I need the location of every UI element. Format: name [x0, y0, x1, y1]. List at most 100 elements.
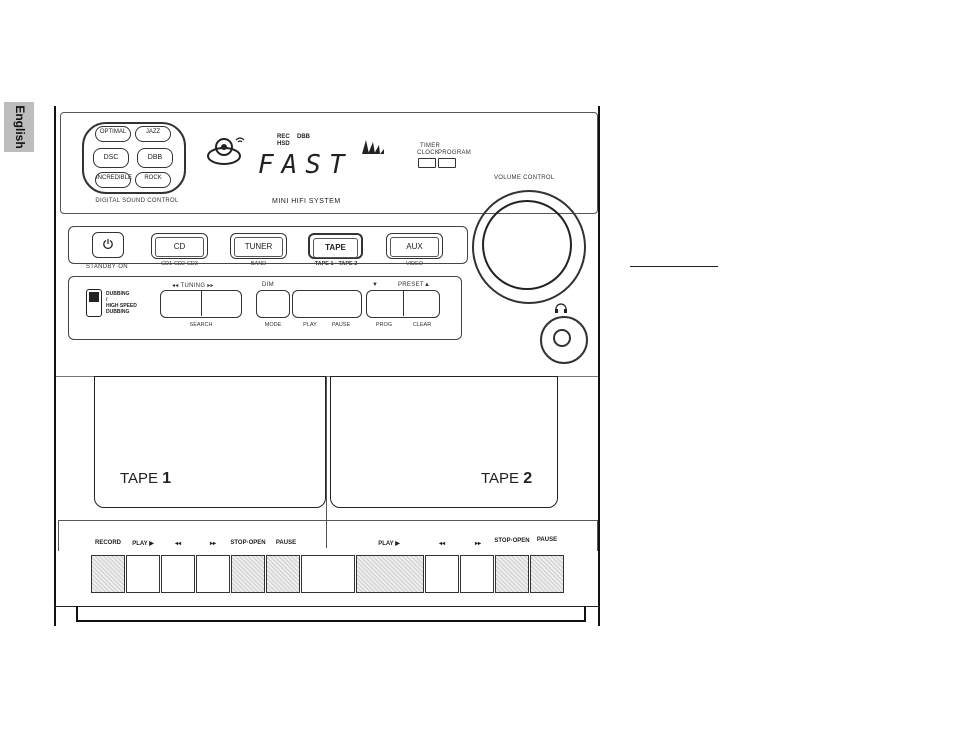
preset-down-button[interactable] — [367, 291, 404, 316]
timer-label: TIMER — [420, 143, 441, 149]
tape1-pause-label: PAUSE — [275, 540, 297, 546]
foot-right — [584, 606, 586, 622]
high-speed-text: HIGH SPEED DUBBING — [106, 303, 137, 315]
tape1-label: TAPE 1 — [120, 470, 171, 488]
headphone-jack-ring — [540, 316, 588, 364]
top-panel — [60, 112, 598, 214]
aux-button-label: AUX — [390, 237, 439, 257]
tape1-rewind-key[interactable] — [161, 555, 195, 593]
tape1-stop-label: STOP·OPEN — [230, 540, 266, 546]
tape1-rewind-label: ◂◂ — [174, 541, 182, 547]
program-button[interactable] — [438, 158, 456, 168]
prog-caption: PROG — [375, 322, 393, 328]
search-caption: SEARCH — [189, 322, 213, 328]
source-row-frame — [68, 226, 468, 264]
dbb-indicator: DBB — [297, 134, 310, 140]
tape2-stop-key[interactable] — [495, 555, 529, 593]
headphone-jack[interactable] — [553, 329, 571, 347]
tape2-label: TAPE 2 — [481, 470, 532, 488]
deck-top-line — [56, 376, 598, 377]
tape2-pause-key[interactable] — [530, 555, 564, 593]
volume-knob[interactable] — [482, 200, 572, 290]
unit-left-edge — [54, 106, 56, 626]
tape-caption: TAPE 1 · TAPE 2 — [314, 261, 358, 267]
dubbing-separator: / — [106, 297, 108, 303]
foot-left — [76, 606, 78, 622]
power-icon — [102, 238, 114, 252]
preset-button-pair — [366, 290, 440, 318]
standby-button[interactable] — [92, 232, 124, 258]
dsc-caption: DIGITAL SOUND CONTROL — [95, 198, 179, 204]
dubbing-switch[interactable] — [86, 289, 102, 317]
tape2-door[interactable] — [330, 376, 558, 508]
clock-label: CLOCK — [417, 150, 440, 156]
tape2-number: 2 — [523, 470, 533, 487]
tape1-pause-key[interactable] — [266, 555, 300, 593]
preset-up-icon: ▲ — [424, 282, 431, 288]
dubbing-label: DUBBING / HIGH SPEED DUBBING — [106, 291, 150, 315]
control-row-frame — [68, 276, 462, 340]
tape1-play-label: PLAY ▶ — [132, 541, 154, 547]
headphones-icon — [555, 300, 567, 313]
standby-label: STANDBY·ON — [86, 264, 128, 270]
preset-up-button[interactable] — [403, 291, 439, 316]
tape1-door[interactable] — [94, 376, 326, 508]
search-back-button[interactable] — [161, 291, 202, 316]
tape2-rewind-key[interactable] — [425, 555, 459, 593]
volume-ring — [472, 190, 586, 304]
jazz-button[interactable]: JAZZ — [135, 126, 171, 142]
preset-down-icon: ▼ — [372, 282, 379, 288]
tape2-ffwd-label: ▸▸ — [474, 541, 482, 547]
cd-button[interactable]: CD — [151, 233, 208, 259]
tape1-text: TAPE — [120, 470, 159, 487]
tape2-play-key[interactable] — [356, 555, 424, 593]
tape2-play-label: PLAY ▶ — [378, 541, 400, 547]
tape2-rewind-label: ◂◂ — [438, 541, 446, 547]
cd-disc-icon — [206, 134, 248, 168]
incredible-button[interactable]: INCREDIBLE — [95, 172, 132, 188]
hsd-indicator: HSD — [277, 141, 290, 147]
separator-line — [630, 266, 718, 267]
tuner-button[interactable]: TUNER — [230, 233, 287, 259]
pause-caption: PAUSE — [331, 322, 351, 328]
aux-button[interactable]: AUX — [386, 233, 443, 259]
unit-right-edge — [598, 106, 600, 626]
language-label: English — [13, 105, 27, 149]
unit-bottom-edge — [54, 606, 600, 607]
tape-button[interactable]: TAPE — [308, 233, 363, 259]
tape1-number: 1 — [162, 470, 172, 487]
play-pause-button[interactable] — [292, 290, 362, 318]
search-button-pair — [160, 290, 242, 318]
tape2-text: TAPE — [481, 470, 520, 487]
mode-caption: MODE — [264, 322, 282, 328]
dsc-button[interactable]: DSC — [93, 148, 129, 168]
rock-button[interactable]: ROCK — [135, 172, 171, 188]
clock-timer-button[interactable] — [418, 158, 436, 168]
center-blank-key — [301, 555, 355, 593]
tape1-play-key[interactable] — [126, 555, 160, 593]
cd-caption: CD1·CD2·CD3 — [161, 261, 198, 267]
tape1-stop-key[interactable] — [231, 555, 265, 593]
unit-base — [76, 620, 586, 622]
search-forward-button[interactable] — [201, 291, 241, 316]
clear-caption: CLEAR — [412, 322, 432, 328]
stop-button[interactable] — [256, 290, 290, 318]
tape2-pause-label: PAUSE — [536, 537, 558, 543]
optimal-button[interactable]: OPTIMAL — [95, 126, 131, 142]
tuner-button-label: TUNER — [234, 237, 283, 257]
tape1-record-key[interactable] — [91, 555, 125, 593]
tape-button-label: TAPE — [313, 238, 358, 258]
band-caption: BAND — [250, 261, 267, 267]
video-caption: VIDEO — [405, 261, 424, 267]
model-name: MINI HIFI SYSTEM — [272, 198, 341, 205]
transport-strip — [58, 520, 598, 551]
tape1-ffwd-key[interactable] — [196, 555, 230, 593]
play-caption: PLAY — [303, 322, 317, 328]
cd-button-label: CD — [155, 237, 204, 257]
rec-indicator: REC — [277, 134, 290, 140]
preset-label: PRESET — [398, 282, 424, 288]
dbb-button[interactable]: DBB — [137, 148, 173, 168]
tape1-record-label: RECORD — [94, 540, 121, 546]
signal-icon — [360, 136, 386, 156]
tape2-ffwd-key[interactable] — [460, 555, 494, 593]
